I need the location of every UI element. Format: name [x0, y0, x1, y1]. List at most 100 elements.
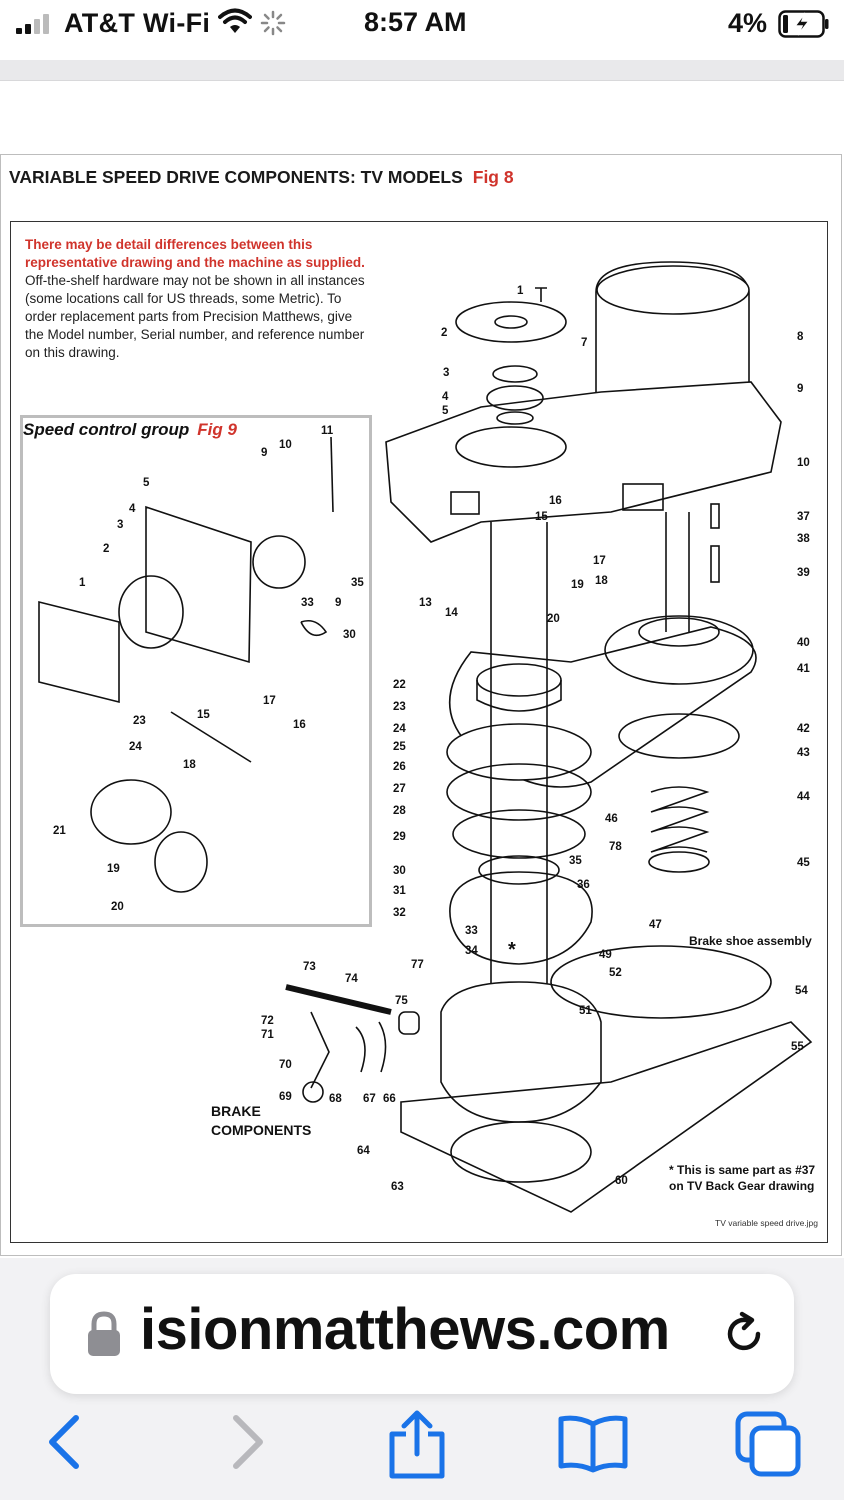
svg-text:52: 52	[609, 967, 622, 979]
speed-control-group-box: Speed control group Fig 9	[20, 415, 372, 927]
svg-text:35: 35	[569, 855, 582, 867]
svg-text:75: 75	[395, 995, 408, 1007]
notice-warning: There may be detail differences between …	[25, 237, 365, 270]
speed-control-text: Speed control group	[23, 420, 190, 439]
svg-text:2: 2	[103, 543, 109, 555]
signal-icon	[16, 14, 56, 34]
svg-text:2: 2	[441, 327, 447, 339]
svg-text:10: 10	[279, 439, 292, 451]
svg-text:1: 1	[79, 577, 86, 589]
svg-text:18: 18	[183, 759, 196, 771]
svg-text:22: 22	[393, 679, 406, 691]
svg-text:72: 72	[261, 1015, 274, 1027]
svg-text:40: 40	[797, 637, 810, 649]
svg-text:73: 73	[303, 961, 316, 973]
notice-body: Off-the-shelf hardware may not be shown …	[25, 273, 365, 360]
svg-text:70: 70	[279, 1059, 292, 1071]
svg-text:9: 9	[797, 383, 803, 395]
footnote-star: *	[669, 1163, 674, 1177]
file-name-label: TV variable speed drive.jpg	[715, 1218, 819, 1228]
svg-text:26: 26	[393, 761, 406, 773]
svg-text:4: 4	[442, 391, 449, 403]
svg-text:30: 30	[393, 865, 406, 877]
svg-text:4: 4	[129, 503, 136, 515]
svg-text:3: 3	[443, 367, 449, 379]
svg-text:20: 20	[547, 613, 560, 625]
footnote: * This is same part as #37 on TV Back Ge…	[669, 1162, 819, 1194]
status-bar: AT&T Wi-Fi 8:57 AM 4%	[0, 0, 844, 52]
svg-text:31: 31	[393, 885, 406, 897]
address-bar[interactable]: isionmatthews.com	[50, 1274, 794, 1394]
battery-charging-icon	[778, 10, 829, 38]
brake-components-label: BRAKE COMPONENTS	[211, 1103, 312, 1138]
bookmarks-icon[interactable]	[556, 1410, 630, 1474]
svg-text:69: 69	[279, 1091, 292, 1103]
svg-text:15: 15	[197, 709, 210, 721]
svg-text:21: 21	[53, 825, 66, 837]
svg-text:3: 3	[117, 519, 123, 531]
speed-control-fig-ref: Fig 9	[197, 420, 237, 439]
url-text[interactable]: isionmatthews.com	[140, 1297, 670, 1362]
tabs-icon[interactable]	[734, 1410, 802, 1478]
svg-text:24: 24	[393, 723, 406, 735]
svg-text:34: 34	[465, 945, 478, 957]
page-title: VARIABLE SPEED DRIVE COMPONENTS: TV MODE…	[9, 167, 514, 188]
browser-bottom-bar: isionmatthews.com	[0, 1258, 844, 1500]
svg-text:28: 28	[393, 805, 406, 817]
svg-text:66: 66	[383, 1093, 396, 1105]
diagram-frame: There may be detail differences between …	[10, 221, 828, 1243]
svg-text:33: 33	[465, 925, 478, 937]
svg-text:23: 23	[133, 715, 146, 727]
svg-text:78: 78	[609, 841, 622, 853]
svg-text:39: 39	[797, 567, 810, 579]
svg-text:25: 25	[393, 741, 406, 753]
svg-text:9: 9	[335, 597, 341, 609]
svg-text:36: 36	[577, 879, 590, 891]
svg-text:37: 37	[797, 511, 810, 523]
svg-text:17: 17	[593, 555, 606, 567]
share-icon[interactable]	[386, 1410, 448, 1482]
title-text: VARIABLE SPEED DRIVE COMPONENTS: TV MODE…	[9, 167, 463, 187]
lock-icon	[88, 1311, 120, 1356]
svg-text:45: 45	[797, 857, 810, 869]
notice-text: There may be detail differences between …	[25, 236, 373, 362]
svg-text:*: *	[508, 939, 516, 961]
svg-text:33: 33	[301, 597, 314, 609]
svg-text:24: 24	[129, 741, 142, 753]
svg-text:16: 16	[549, 495, 562, 507]
activity-spinner-icon	[260, 10, 286, 36]
svg-text:5: 5	[442, 405, 449, 417]
footnote-text: This is same part as #37 on TV Back Gear…	[669, 1163, 816, 1193]
speed-control-title: Speed control group Fig 9	[23, 420, 237, 440]
svg-text:64: 64	[357, 1145, 370, 1157]
svg-text:29: 29	[393, 831, 406, 843]
svg-text:30: 30	[343, 629, 356, 641]
svg-text:16: 16	[293, 719, 306, 731]
svg-text:42: 42	[797, 723, 810, 735]
svg-text:11: 11	[321, 425, 334, 437]
svg-text:19: 19	[571, 579, 584, 591]
brake-shoe-label: Brake shoe assembly	[689, 934, 812, 948]
clock: 8:57 AM	[364, 7, 467, 37]
svg-text:47: 47	[649, 919, 662, 931]
svg-text:67: 67	[363, 1093, 376, 1105]
svg-text:63: 63	[391, 1181, 404, 1193]
svg-text:54: 54	[795, 985, 808, 997]
svg-text:10: 10	[797, 457, 810, 469]
svg-text:74: 74	[345, 973, 358, 985]
svg-text:18: 18	[595, 575, 608, 587]
browser-toolbar	[0, 1410, 844, 1500]
page-top-band	[0, 60, 844, 81]
wifi-icon	[218, 8, 252, 33]
svg-text:23: 23	[393, 701, 406, 713]
svg-text:71: 71	[261, 1029, 274, 1041]
reload-icon[interactable]	[720, 1310, 768, 1358]
carrier-label: AT&T Wi-Fi	[64, 8, 211, 38]
svg-text:1: 1	[517, 285, 524, 297]
title-fig-ref: Fig 8	[472, 167, 514, 187]
svg-text:5: 5	[143, 477, 150, 489]
back-icon[interactable]	[42, 1410, 86, 1474]
svg-text:9: 9	[261, 447, 267, 459]
forward-icon[interactable]	[226, 1410, 270, 1474]
